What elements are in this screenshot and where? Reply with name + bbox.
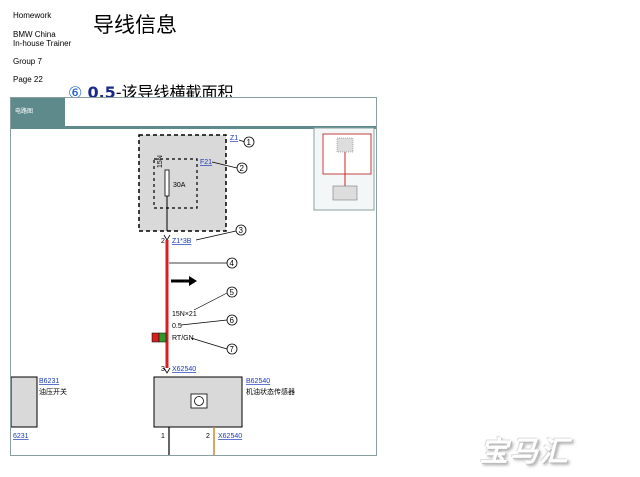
connector-bottom-link[interactable]: X62540 [172,366,196,373]
slide-title: 导线信息 [93,13,177,37]
pin-bottom: 3 [161,366,165,373]
overview-sensor [332,185,358,201]
connector-top-link[interactable]: Z1*3B [172,238,192,245]
svg-text:6: 6 [230,316,235,325]
sensor-icon [190,393,208,409]
sensor-name: 机油状态传感器 [246,387,295,396]
connector-b2-link[interactable]: X62540 [218,433,242,440]
callout-2: 2 [211,161,248,174]
callout-1: 1 [238,136,255,148]
wire-size: 0.5 [172,323,182,330]
svg-text:7: 7 [230,345,235,354]
wire-code: 15N×21 [172,311,197,318]
switch-box [11,376,38,428]
fuse-symbol [164,169,170,197]
group-label: Group 7 [13,57,42,66]
svg-text:1: 1 [247,138,252,147]
svg-text:4: 4 [230,259,235,268]
page-label: Page 22 [13,75,43,84]
z1-module-box [138,134,227,232]
wire-color-swatch-red [151,332,160,343]
course-label: Homework [13,11,52,20]
sensor-icon-circle [194,396,204,406]
overview-module [336,137,354,153]
wiring-diagram-panel: 电路图 15N 30A Z1 F21 2 Z1*3B 15N×21 0.5 RT… [10,97,377,456]
watermark-logo: 宝马汇 [480,435,571,468]
wire-color: RT/GN [172,335,194,342]
wiring-diagram: 15N 30A Z1 F21 2 Z1*3B 15N×21 0.5 RT/GN … [11,127,375,455]
pin-b2: 2 [206,433,210,440]
flow-arrow-icon [189,276,197,286]
connector-bottom-symbol [163,367,171,374]
pin-b1: 1 [161,433,165,440]
callout-4: 4 [169,257,238,269]
callout-5: 5 [193,286,238,311]
panel-tab-bar [11,126,376,129]
sensor-id-link[interactable]: B62540 [246,378,270,385]
callout-6: 6 [180,314,238,326]
switch-name: 油压开关 [39,387,67,396]
pin-top: 2 [161,238,165,245]
fuse-rating: 30A [173,182,186,189]
z1-link[interactable]: Z1 [230,135,238,142]
switch-id-link[interactable]: B6231 [39,378,59,385]
f21-fuse-box [153,158,198,209]
callout-3: 3 [195,224,247,241]
wire-color-swatch-green [158,332,167,343]
switch-id-bottom-link[interactable]: 6231 [13,433,29,440]
panel-tab[interactable]: 电路图 [11,98,65,126]
svg-text:5: 5 [230,288,235,297]
callout-7: 7 [190,337,238,355]
f21-link[interactable]: F21 [200,159,212,166]
svg-text:2: 2 [240,164,245,173]
fuse-rating-top: 15N [157,155,164,168]
org-line2: In-house Trainer [13,39,72,48]
svg-text:3: 3 [239,226,244,235]
org-line1: BMW China [13,30,56,39]
